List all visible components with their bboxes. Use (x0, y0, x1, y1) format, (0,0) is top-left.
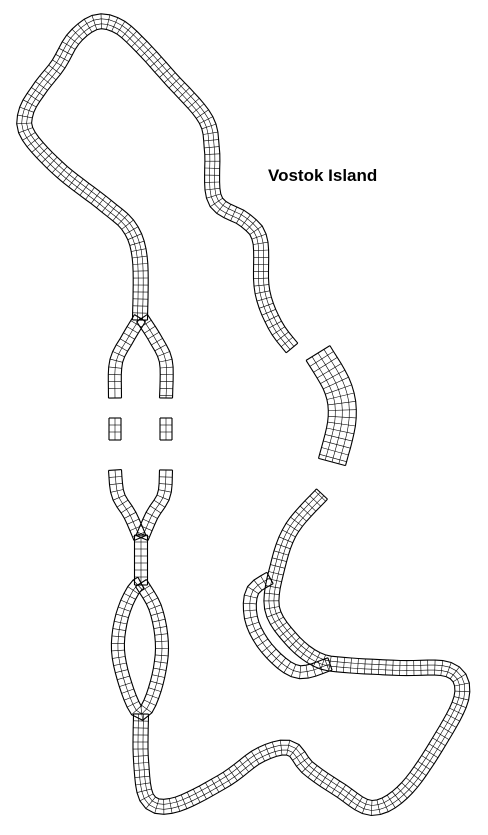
mesh-eastern-bypass (242, 571, 333, 680)
mesh-fork-left-south (107, 469, 147, 542)
mesh-eastern-channel (305, 345, 357, 467)
mesh-fork-left-north (107, 314, 146, 399)
island-label: Vostok Island (268, 166, 378, 185)
mesh-spine-mid (133, 534, 149, 586)
mesh-stub-left (108, 417, 122, 441)
mesh-fork-right-south (135, 469, 174, 542)
mesh-layer (16, 13, 471, 817)
mesh-southern-loop (132, 488, 471, 817)
mesh-lens-loop (110, 576, 170, 721)
mesh-stub-right (159, 417, 173, 441)
mesh-northern-reach (16, 13, 299, 354)
mesh-fork-right-north (136, 313, 174, 399)
